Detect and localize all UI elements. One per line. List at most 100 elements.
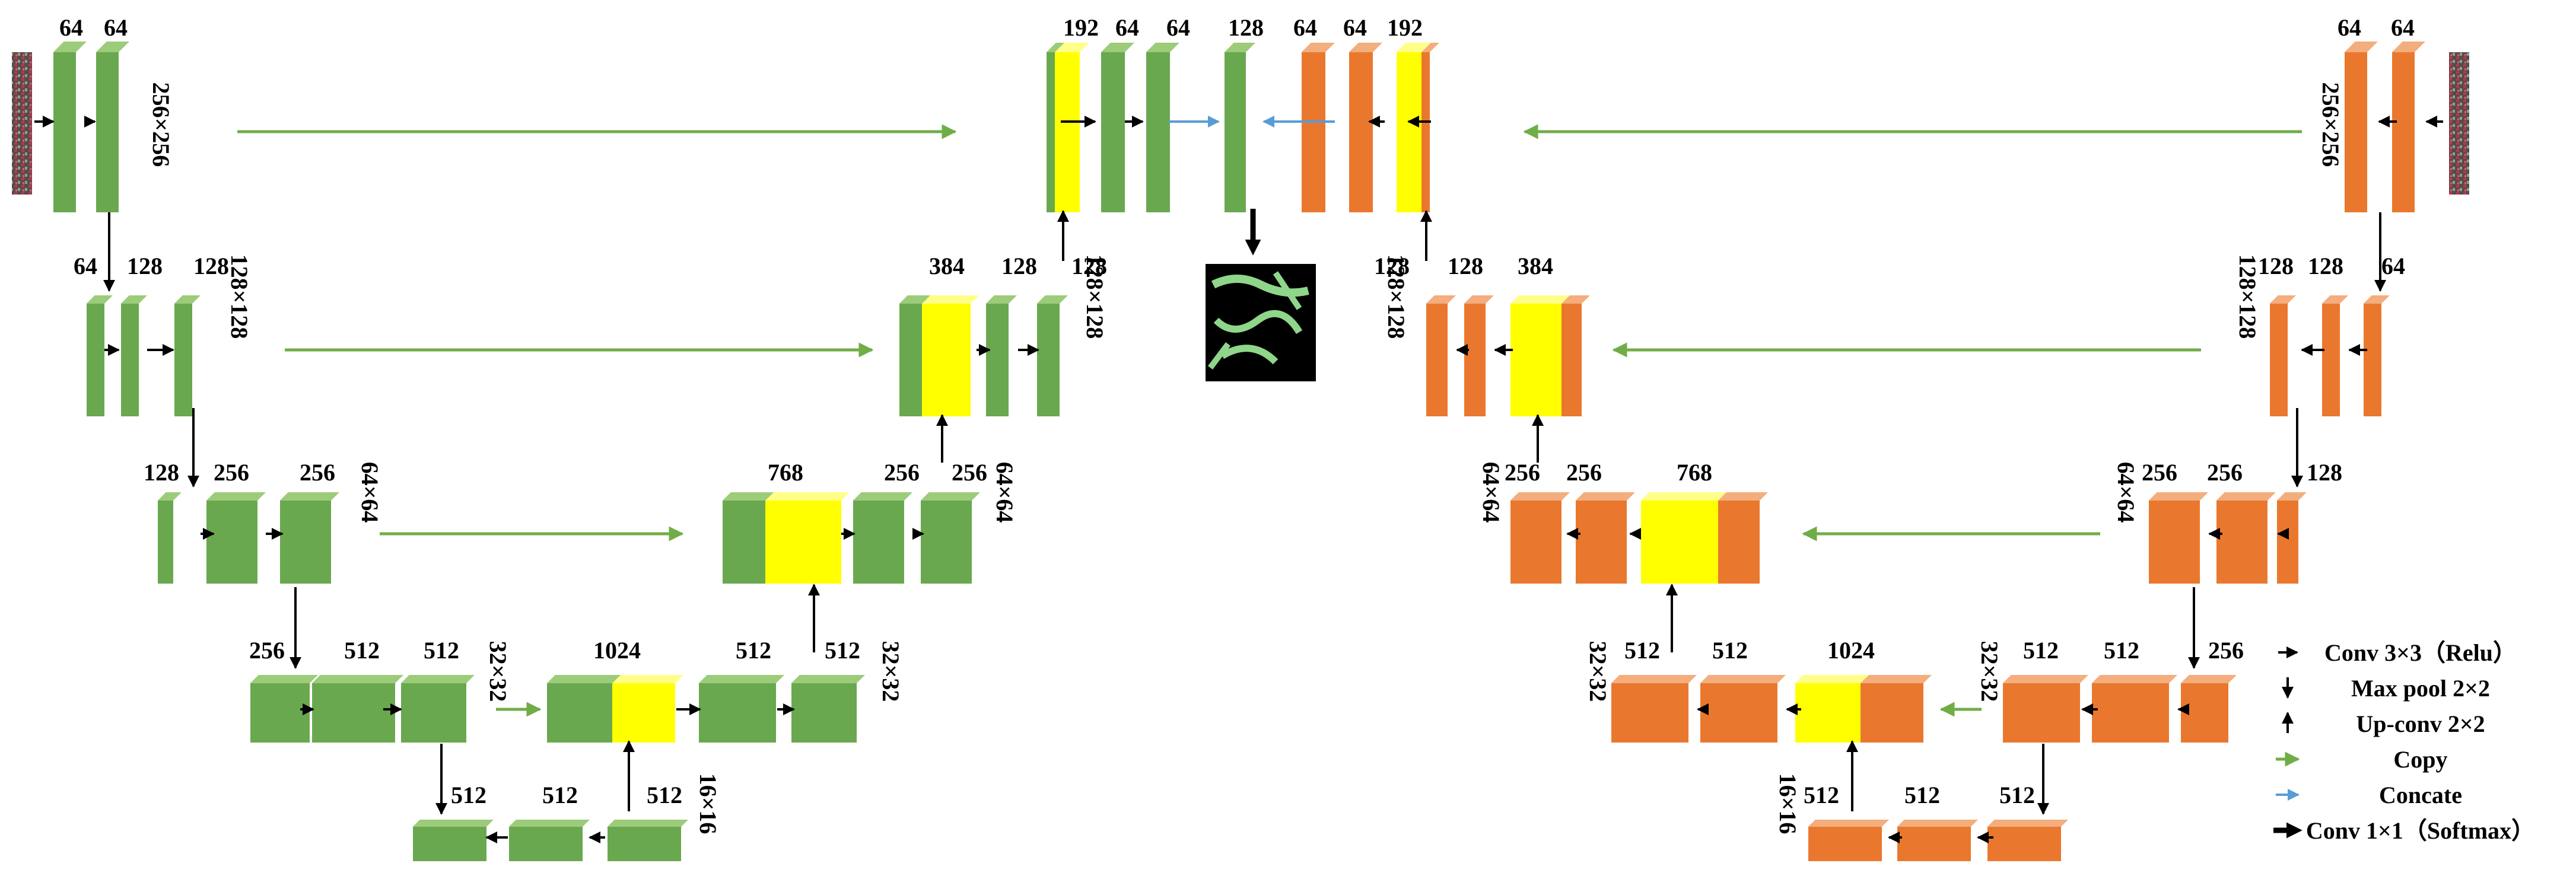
legend: Conv 3×3（Relu） Max pool 2×2Up-conv 2×2Cop… bbox=[2273, 639, 2535, 844]
channel-label: 256 bbox=[214, 459, 249, 486]
channel-label: 512 bbox=[647, 782, 682, 808]
feature-map-block bbox=[158, 492, 182, 584]
input-image-icon bbox=[2449, 52, 2469, 195]
concat-block bbox=[899, 295, 979, 416]
channel-label: 128 bbox=[193, 253, 229, 279]
feature-map-block bbox=[2322, 295, 2348, 416]
channel-label: 64 bbox=[74, 253, 97, 279]
channel-label: 128 bbox=[1228, 14, 1264, 41]
channel-label: 512 bbox=[451, 782, 486, 808]
size-label: 128×128 bbox=[2234, 254, 2261, 339]
legend-label: Copy bbox=[2393, 746, 2447, 773]
channel-label: 128 bbox=[2307, 459, 2342, 486]
channel-label: 64 bbox=[1166, 14, 1190, 41]
feature-map-block bbox=[791, 675, 865, 743]
channel-label: 64 bbox=[2391, 14, 2415, 41]
channel-label: 512 bbox=[542, 782, 578, 808]
size-label: 64×64 bbox=[357, 462, 383, 523]
channel-label: 256 bbox=[2208, 637, 2244, 664]
feature-map-block bbox=[2216, 492, 2276, 584]
concat-block bbox=[1047, 43, 1089, 212]
channel-label: 768 bbox=[768, 459, 803, 486]
channel-label: 384 bbox=[1518, 253, 1553, 279]
channel-label: 512 bbox=[736, 637, 771, 664]
channel-label: 512 bbox=[1624, 637, 1660, 664]
channel-label: 512 bbox=[1804, 782, 1839, 808]
feature-map-block bbox=[699, 675, 784, 743]
size-label: 128×128 bbox=[1383, 254, 1410, 339]
feature-map-block bbox=[1700, 675, 1786, 743]
channel-label: 1024 bbox=[1827, 637, 1875, 664]
channel-label: 64 bbox=[2338, 14, 2361, 41]
feature-map-block bbox=[1225, 43, 1255, 212]
channel-label: 512 bbox=[1999, 782, 2035, 808]
size-label: 64×64 bbox=[1478, 462, 1505, 523]
feature-map-block bbox=[413, 820, 494, 861]
legend-item: Copy bbox=[2276, 746, 2448, 773]
channel-label: 128 bbox=[1448, 253, 1483, 279]
feature-map-block bbox=[1611, 675, 1697, 743]
size-label: 32×32 bbox=[1585, 641, 1611, 702]
channel-label: 512 bbox=[2023, 637, 2059, 664]
legend-label: Up-conv 2×2 bbox=[2356, 711, 2485, 737]
size-label: 128×128 bbox=[226, 254, 253, 339]
feature-map-block bbox=[87, 295, 113, 416]
legend-item: Conv 3×3（Relu） bbox=[2278, 639, 2517, 666]
channel-label: 512 bbox=[424, 637, 459, 664]
channel-label: 128 bbox=[2258, 253, 2294, 279]
channel-label: 512 bbox=[2104, 637, 2139, 664]
feature-map-block bbox=[2149, 492, 2208, 584]
size-label: 32×32 bbox=[1976, 641, 2003, 702]
channel-label: 64 bbox=[1115, 14, 1139, 41]
channel-label: 64 bbox=[104, 14, 128, 41]
feature-map-block bbox=[2364, 295, 2390, 416]
size-label: 64×64 bbox=[2113, 462, 2139, 523]
feature-map-block bbox=[1349, 43, 1382, 212]
legend-label: Conv 3×3（Relu） bbox=[2324, 639, 2517, 666]
feature-map-block bbox=[250, 675, 318, 743]
feature-map-block bbox=[1101, 43, 1134, 212]
legend-label: Conv 1×1（Softmax） bbox=[2306, 817, 2535, 844]
concat-block bbox=[1795, 675, 1932, 743]
feature-map-block bbox=[986, 295, 1017, 416]
legend-item: Concate bbox=[2276, 782, 2462, 808]
concat-block bbox=[723, 492, 850, 584]
channel-label: 512 bbox=[1712, 637, 1748, 664]
channel-label: 768 bbox=[1677, 459, 1712, 486]
feature-map-block bbox=[2392, 42, 2425, 212]
feature-map-block bbox=[608, 820, 688, 861]
feature-map-block bbox=[121, 295, 147, 416]
feature-map-block bbox=[1576, 492, 1635, 584]
feature-map-block bbox=[280, 492, 339, 584]
channel-label: 64 bbox=[1293, 14, 1317, 41]
channel-label: 128 bbox=[2308, 253, 2343, 279]
feature-map-block bbox=[2003, 675, 2088, 743]
channel-label: 256 bbox=[952, 459, 987, 486]
channel-label: 128 bbox=[127, 253, 163, 279]
channel-label: 64 bbox=[2381, 253, 2405, 279]
legend-item: Max pool 2×2 bbox=[2282, 675, 2490, 702]
size-label: 128×128 bbox=[1082, 254, 1108, 339]
channel-label: 256 bbox=[1505, 459, 1540, 486]
feature-map-block bbox=[2277, 492, 2307, 584]
feature-map-block bbox=[921, 492, 980, 584]
legend-label: Max pool 2×2 bbox=[2351, 675, 2490, 702]
legend-item: Conv 1×1（Softmax） bbox=[2273, 817, 2535, 844]
channel-label: 256 bbox=[249, 637, 285, 664]
channel-label: 256 bbox=[300, 459, 335, 486]
feature-map-block bbox=[2270, 295, 2296, 416]
size-label: 64×64 bbox=[991, 462, 1018, 523]
feature-map-block bbox=[1426, 295, 1456, 416]
feature-map-block bbox=[1897, 820, 1978, 861]
feature-map-block bbox=[206, 492, 266, 584]
concat-block bbox=[1510, 295, 1590, 416]
feature-map-block bbox=[1302, 43, 1335, 212]
channel-label: 128 bbox=[1001, 253, 1037, 279]
channel-label: 512 bbox=[344, 637, 380, 664]
legend-item: Up-conv 2×2 bbox=[2282, 711, 2485, 737]
size-label: 256×256 bbox=[2317, 82, 2344, 167]
concat-block bbox=[547, 675, 683, 743]
channel-label: 256 bbox=[2142, 459, 2177, 486]
